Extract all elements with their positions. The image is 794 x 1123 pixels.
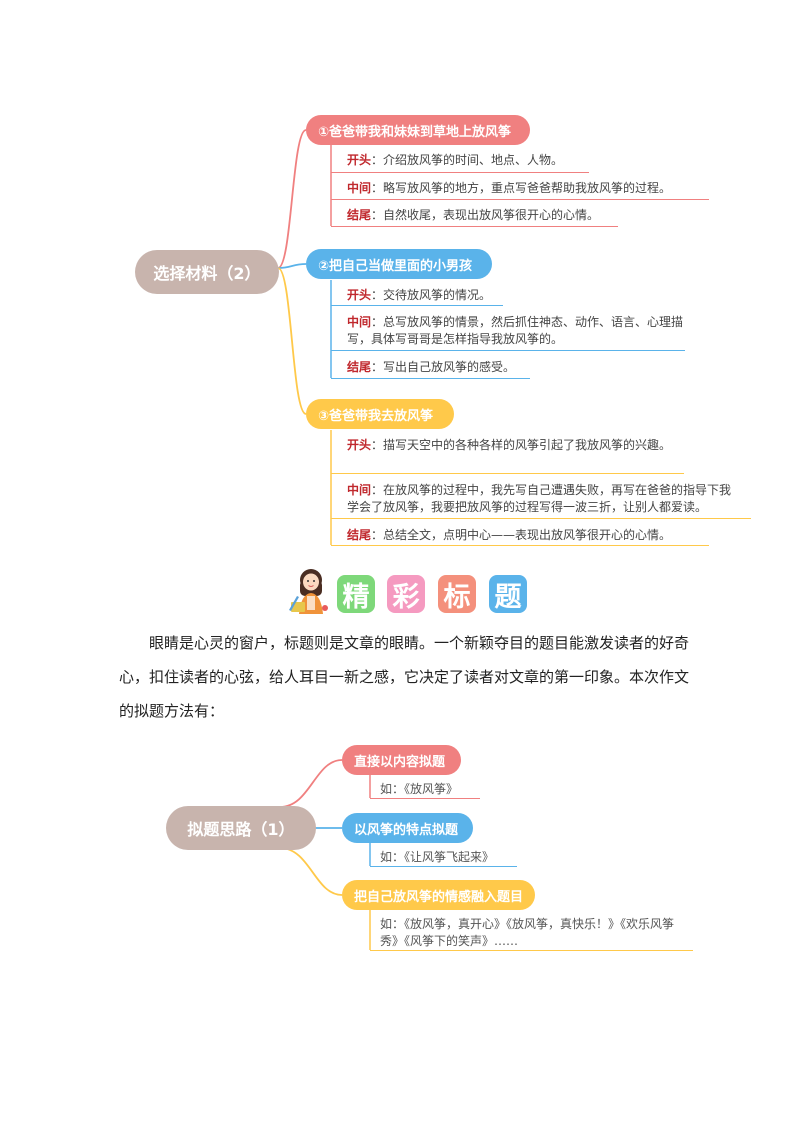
branch2-item-middle: 中间：总写放风筝的情景，然后抓住神态、动作、语言、心理描写，具体写哥哥是怎样指导… <box>347 315 684 346</box>
branch3-item-end: 结尾：总结全文，点明中心——表现出放风筝很开心的心情。 <box>347 528 672 542</box>
branch2-item-end: 结尾：写出自己放风筝的感受。 <box>347 360 516 374</box>
banner-char-2: 彩 <box>387 575 425 613</box>
banner-char-4: 题 <box>489 575 527 613</box>
map2-branch3-title: 把自己放风筝的情感融入题目 <box>342 880 535 910</box>
branch3-item-middle: 中间：在放风筝的过程中，我先写自己遭遇失败，再写在爸爸的指导下我学会了放风筝，我… <box>347 483 732 514</box>
branch1-item-middle: 中间：略写放风筝的地方，重点写爸爸帮助我放风筝的过程。 <box>347 181 672 195</box>
mindmap2-root: 拟题思路（1） <box>166 806 316 850</box>
map2-branch3-example: 如：《放风筝，真开心》《放风筝，真快乐！》《欢乐风筝秀》《风筝下的笑声》…… <box>380 917 675 948</box>
intro-paragraph: 眼睛是心灵的窗户，标题则是文章的眼睛。一个新颖夺目的题目能激发读者的好奇心，扣住… <box>119 634 690 720</box>
banner-char-3: 标 <box>438 575 476 613</box>
banner-char-1: 精 <box>337 575 375 613</box>
mindmap1-root: 选择材料（2） <box>135 250 279 294</box>
map2-branch2-example: 如：《让风筝飞起来》 <box>380 850 495 864</box>
branch2-title: ②把自己当做里面的小男孩 <box>306 249 492 279</box>
branch2-item-start: 开头：交待放风筝的情况。 <box>347 288 492 302</box>
branch1-item-end: 结尾：自然收尾，表现出放风筝很开心的心情。 <box>347 208 600 222</box>
branch3-item-start: 开头：描写天空中的各种各样的风筝引起了我放风筝的兴趣。 <box>347 438 672 452</box>
map2-branch1-title: 直接以内容拟题 <box>342 745 461 775</box>
map2-branch1-example: 如：《放风筝》 <box>380 782 459 796</box>
branch3-title: ③爸爸带我去放风筝 <box>306 399 454 429</box>
map2-branch2-title: 以风筝的特点拟题 <box>342 813 473 843</box>
branch1-item-start: 开头：介绍放风筝的时间、地点、人物。 <box>347 153 564 167</box>
branch1-title: ①爸爸带我和妹妹到草地上放风筝 <box>306 115 530 145</box>
girl-illustration-icon <box>289 569 328 614</box>
